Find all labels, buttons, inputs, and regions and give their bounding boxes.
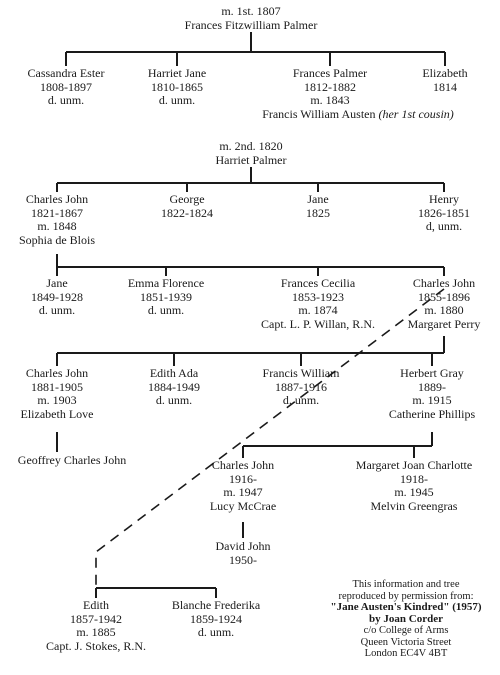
person-elizabeth: Elizabeth 1814	[422, 66, 468, 94]
person-charles-john-1916: Charles John 1916- m. 1947 Lucy McCrae	[209, 458, 277, 513]
person-edith-ada: Edith Ada 1884-1949 d. unm.	[148, 366, 200, 407]
dashed-descent-line	[95, 288, 445, 588]
person-frances-palmer: Frances Palmer 1812-1882 m. 1843	[292, 66, 368, 107]
spouse-francis-william-austen: Francis William Austen (her 1st cousin)	[262, 107, 454, 121]
person-george: George 1822-1824	[161, 192, 213, 220]
person-geoffrey-charles-john: Geoffrey Charles John	[17, 453, 127, 467]
person-herbert-gray: Herbert Gray 1889- m. 1915 Catherine Phi…	[388, 366, 476, 421]
person-edith: Edith 1857-1942 m. 1885 Capt. J. Stokes,…	[45, 598, 146, 653]
person-cassandra-ester: Cassandra Ester 1808-1897 d. unm.	[27, 66, 105, 107]
person-jane-1849: Jane 1849-1928 d. unm.	[31, 276, 83, 317]
marriage1-label: m. 1st. 1807 Frances Fitzwilliam Palmer	[184, 4, 318, 32]
person-charles-john-1855: Charles John 1855-1896 m. 1880 Margaret …	[407, 276, 481, 331]
person-david-john: David John 1950-	[215, 539, 271, 567]
person-frances-cecilia: Frances Cecilia 1853-1923 m. 1874 Capt. …	[261, 276, 375, 331]
person-margaret-joan-charlotte: Margaret Joan Charlotte 1918- m. 1945 Me…	[355, 458, 473, 513]
person-jane-1825: Jane 1825	[306, 192, 330, 220]
source-credit: This information and tree reproduced by …	[330, 579, 482, 659]
person-francis-william: Francis William 1887-1916 d. unm.	[262, 366, 340, 407]
person-charles-john-1881: Charles John 1881-1905 m. 1903 Elizabeth…	[20, 366, 94, 421]
person-blanche-frederika: Blanche Frederika 1859-1924 d. unm.	[171, 598, 261, 639]
person-emma-florence: Emma Florence 1851-1939 d. unm.	[127, 276, 205, 317]
person-harriet-jane: Harriet Jane 1810-1865 d. unm.	[147, 66, 207, 107]
person-charles-john-1821: Charles John 1821-1867 m. 1848 Sophia de…	[18, 192, 95, 247]
person-henry: Henry 1826-1851 d, unm.	[418, 192, 470, 233]
marriage2-label: m. 2nd. 1820 Harriet Palmer	[215, 139, 287, 167]
